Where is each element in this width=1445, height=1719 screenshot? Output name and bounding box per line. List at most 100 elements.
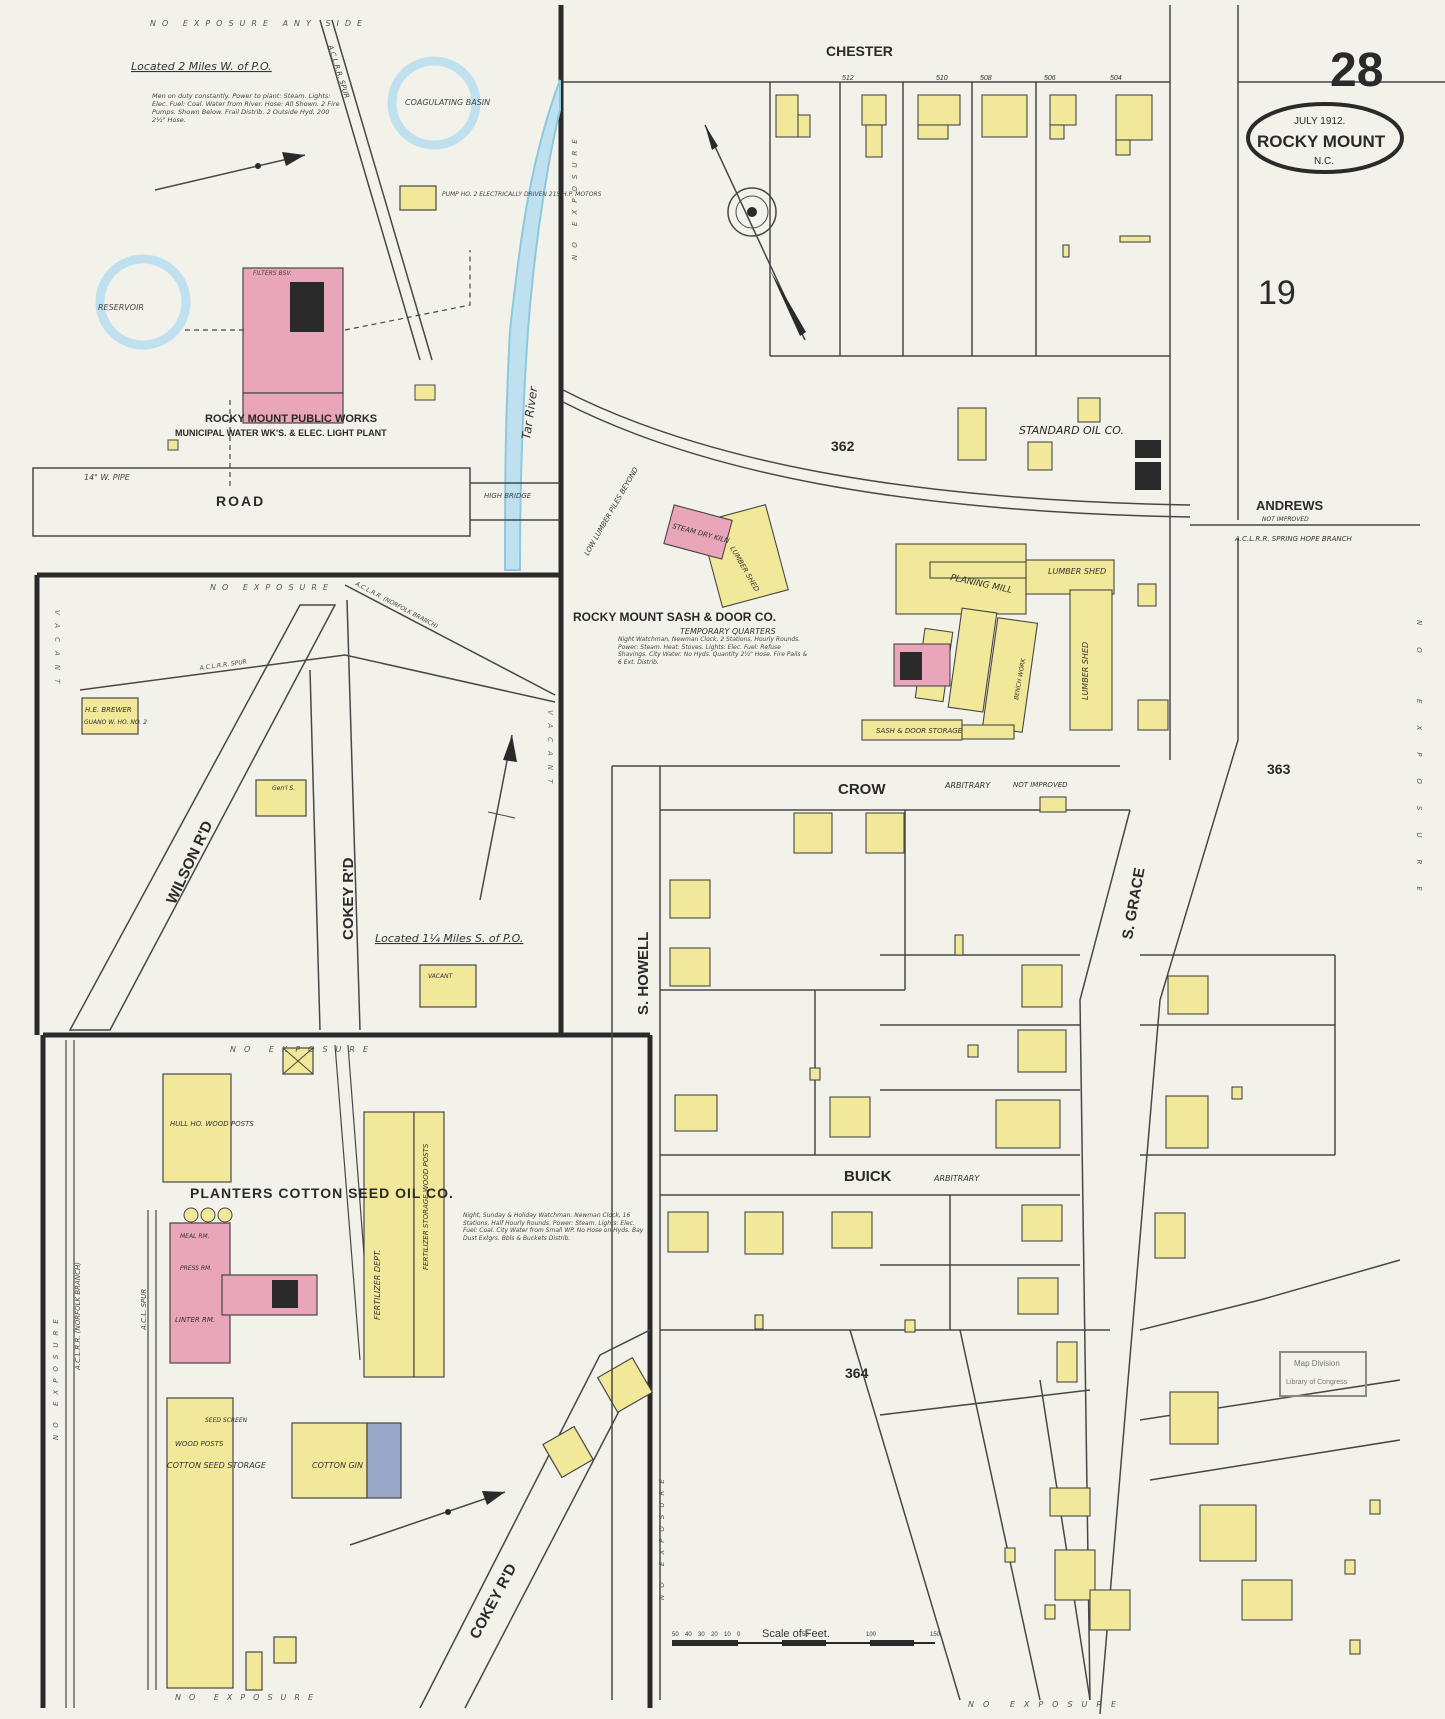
oil-tank [1135, 440, 1161, 458]
planters-exposure-top: NO EXPOSURE [230, 1045, 376, 1054]
oil-mill [169, 1222, 231, 1364]
seed-storage-label: COTTON SEED STORAGE [167, 1461, 267, 1470]
cokey-road-2 [419, 1329, 651, 1709]
arbitrary-2: ARBITRARY [933, 1174, 980, 1183]
compass-rose-icon [704, 124, 806, 341]
main-exposure-left: NO EXPOSURE [571, 132, 579, 260]
cartouche: JULY 1912. ROCKY MOUNT N.C. [1246, 102, 1404, 174]
north-arrow-icon [349, 1491, 506, 1546]
road-label: ROAD [216, 493, 265, 509]
volume-mark: 19 [1258, 274, 1296, 312]
main-exposure-right: NO EXPOSURE [1415, 620, 1423, 913]
page-number: 28 [1330, 44, 1383, 97]
basin-label: COAGULATING BASIN [405, 98, 490, 107]
svg-text:50: 50 [672, 1632, 679, 1638]
svg-text:50: 50 [802, 1632, 809, 1638]
andrews-note: NOT IMPROVED [1262, 516, 1309, 523]
meal-label: MEAL RM. [180, 1233, 210, 1240]
gin-label: COTTON GIN [312, 1461, 363, 1470]
main-streets [562, 5, 1445, 1715]
sash-door-notes-box: Night Watchman, Newman Clock, 2 Stations… [618, 636, 807, 666]
pump-house-label: PUMP HO. 2 ELECTRICALLY DRIVEN 215 H.P. … [442, 191, 602, 198]
scale-bar: Scale of Feet. 50 40 30 20 10 0 50 100 1… [672, 1628, 941, 1646]
lumber-shed-label-2: LUMBER SHED [1081, 642, 1090, 700]
road-outline [32, 467, 471, 537]
svg-text:20: 20 [711, 1632, 718, 1638]
reservoir-label: RESERVOIR [98, 303, 144, 312]
not-improved: NOT IMPROVED [1013, 781, 1068, 789]
brewer-building [81, 697, 139, 735]
cotton-seed-storage [166, 1397, 234, 1689]
cartouche-state: N.C. [1314, 156, 1334, 167]
fert-storage-label: FERTILIZER STORAGE WOOD POSTS [422, 1143, 430, 1270]
coagulating-basin [387, 56, 481, 150]
mid-exposure: NO EXPOSURE [210, 583, 334, 592]
vacant-side-right: VACANT [546, 710, 554, 792]
svg-text:Library of Congress: Library of Congress [1286, 1379, 1348, 1386]
seed-screen-label: SEED SCREEN [205, 1417, 248, 1424]
wood-posts-label: WOOD POSTS [175, 1440, 224, 1448]
cokey-road [309, 599, 361, 1031]
water-works-notes-box: Men on duty constantly. Power to plant: … [152, 92, 340, 124]
fertilizer-storage [413, 1111, 445, 1378]
sash-door-subtitle: TEMPORARY QUARTERS [680, 627, 776, 636]
cartouche-city: ROCKY MOUNT [1257, 132, 1386, 151]
svg-text:Map Division: Map Division [1294, 1359, 1340, 1368]
north-arrow-icon [154, 152, 306, 191]
standard-oil-label: STANDARD OIL CO. [1019, 424, 1124, 437]
svg-text:504: 504 [1110, 75, 1122, 82]
cokey-road-label: COKEY R'D [340, 857, 357, 940]
brewer-name: H.E. BREWER [85, 706, 132, 714]
sash-door-title: ROCKY MOUNT SASH & DOOR CO. [573, 610, 776, 624]
planters-notes: Night, Sunday & Holiday Watchman. Newman… [463, 1212, 644, 1242]
hull-house [162, 1073, 232, 1183]
block-363: 363 [1267, 761, 1291, 777]
scale-label: Scale of Feet. [762, 1628, 830, 1640]
inset-frames [34, 5, 653, 1708]
hull-house-label: HULL HO. WOOD POSTS [170, 1120, 254, 1128]
block-362: 362 [831, 438, 855, 454]
water-works-notes: Men on duty constantly. Power to plant: … [152, 92, 340, 124]
buick-label: BUICK [844, 1168, 892, 1185]
map-division-stamp-icon: Map Division Library of Congress [1279, 1351, 1367, 1397]
planters-title: PLANTERS COTTON SEED OIL CO. [190, 1185, 454, 1201]
plant-title-2: MUNICIPAL WATER WK'S. & ELEC. LIGHT PLAN… [175, 428, 387, 438]
house-numbers: 512 510 508 506 504 [842, 75, 1122, 82]
planters-exposure-bottom: NO EXPOSURE [175, 1693, 321, 1702]
arbitrary-1: ARBITRARY [944, 781, 991, 790]
block-364: 364 [845, 1365, 869, 1381]
cotton-gin [291, 1422, 368, 1499]
plant-title-1: ROCKY MOUNT PUBLIC WORKS [205, 413, 377, 425]
gen-store-label: Gen'l S. [272, 785, 295, 792]
railroad-label: A.C.L.R.R. SPRING HOPE BRANCH [1234, 535, 1352, 543]
wilson-road [68, 604, 337, 1031]
svg-text:30: 30 [698, 1632, 705, 1638]
planters-notes-box: Night, Sunday & Holiday Watchman. Newman… [463, 1212, 644, 1242]
acl-spur-label: A.C.L. SPUR [140, 1289, 148, 1331]
svg-text:0: 0 [737, 1632, 741, 1638]
vacant-label: VACANT [428, 973, 454, 980]
north-arrow-icon [479, 734, 517, 901]
spur-track [79, 654, 556, 703]
chester-label: CHESTER [826, 43, 893, 59]
sash-storage-label: SASH & DOOR STORAGE [876, 727, 963, 735]
vacant-building [419, 964, 477, 1008]
bridge-label: HIGH BRIDGE [484, 492, 532, 500]
svg-text:40: 40 [685, 1632, 692, 1638]
lumber-shed-label-1: LUMBER SHED [1048, 567, 1106, 576]
svg-text:510: 510 [936, 75, 948, 82]
filters-label: FILTERS BSV. [253, 270, 292, 277]
reservoir [95, 254, 191, 350]
crow-label: CROW [838, 781, 886, 798]
located-note-2: Located 1¼ Miles S. of P.O. [375, 932, 523, 945]
svg-text:150: 150 [930, 1632, 941, 1638]
andrews-label: ANDREWS [1256, 498, 1323, 513]
located-note: Located 2 Miles W. of P.O. [131, 60, 272, 73]
main-exposure-left-2: NO EXPOSURE [658, 1472, 666, 1600]
svg-text:10: 10 [724, 1632, 731, 1638]
svg-text:100: 100 [866, 1632, 877, 1638]
spur-line [319, 19, 421, 361]
main-exposure-bottom: NO EXPOSURE [968, 1700, 1125, 1709]
